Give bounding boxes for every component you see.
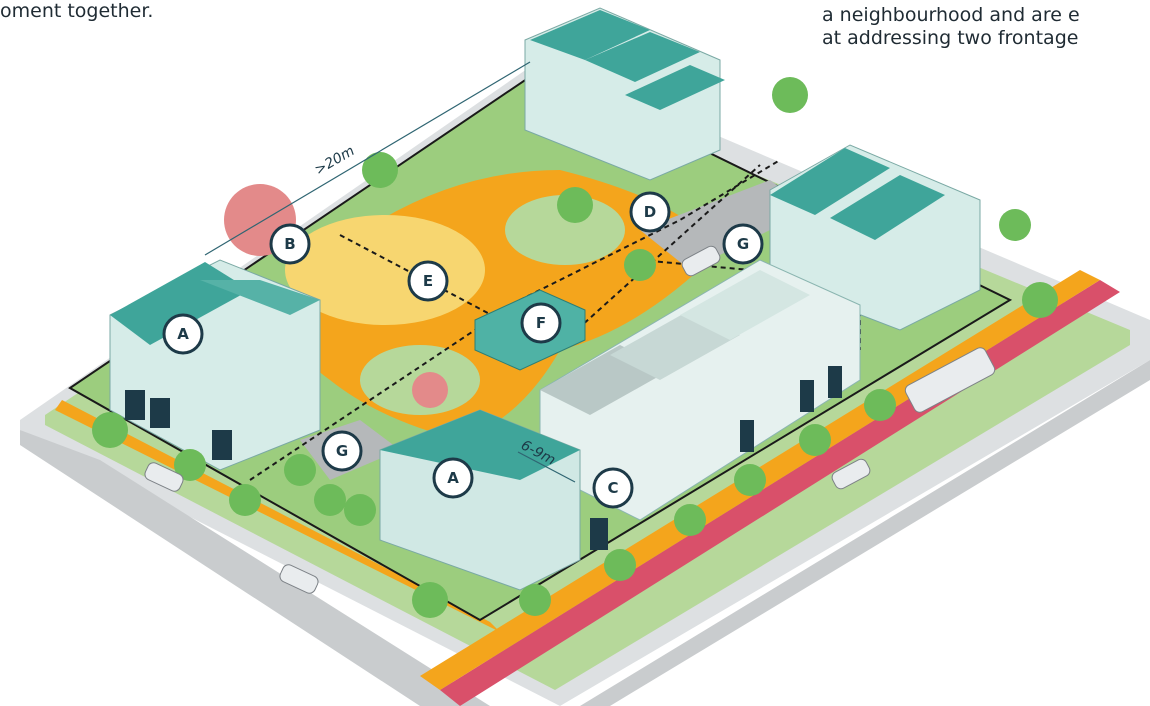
lawn-east: [505, 195, 625, 265]
dimension-line-depth: [517, 451, 576, 483]
badge-g-west[interactable]: G: [321, 430, 363, 472]
badge-d[interactable]: D: [629, 191, 671, 233]
parking-east: [640, 180, 810, 270]
badge-d-label: D: [644, 203, 656, 221]
badge-g-east-label: G: [737, 235, 749, 253]
building-a-south: [379, 409, 608, 591]
badge-c[interactable]: C: [592, 467, 634, 509]
badge-e-label: E: [423, 272, 433, 290]
badge-a-west[interactable]: A: [162, 313, 204, 355]
building-east: [769, 144, 981, 331]
badge-c-label: C: [607, 479, 618, 497]
badge-a-west-label: A: [177, 325, 189, 343]
caption-right-line2: at addressing two frontage: [822, 27, 1079, 49]
badge-g-east[interactable]: G: [722, 223, 764, 265]
dimension-line-width: [204, 61, 531, 256]
building-a-west: [109, 259, 321, 471]
badge-a-south-label: A: [447, 469, 459, 487]
caption-right: a neighbourhood and are e at addressing …: [822, 4, 1080, 50]
badge-e[interactable]: E: [407, 260, 449, 302]
footpath-orange-left: [55, 400, 500, 632]
caption-left: oment together.: [0, 0, 154, 22]
badge-b[interactable]: B: [269, 223, 311, 265]
lot-boundary-2: [249, 159, 781, 481]
badge-b-label: B: [284, 235, 295, 253]
caption-right-line1: a neighbourhood and are e: [822, 4, 1080, 26]
building-north-terrace: [524, 7, 725, 181]
vehicles: [144, 245, 996, 594]
badge-f[interactable]: F: [520, 302, 562, 344]
dimension-label-width: >20m: [312, 143, 357, 178]
road-right: [580, 360, 1150, 706]
road-left: [20, 430, 490, 706]
badge-g-west-label: G: [336, 442, 348, 460]
badge-f-label: F: [536, 314, 546, 332]
badge-a-south[interactable]: A: [432, 457, 474, 499]
